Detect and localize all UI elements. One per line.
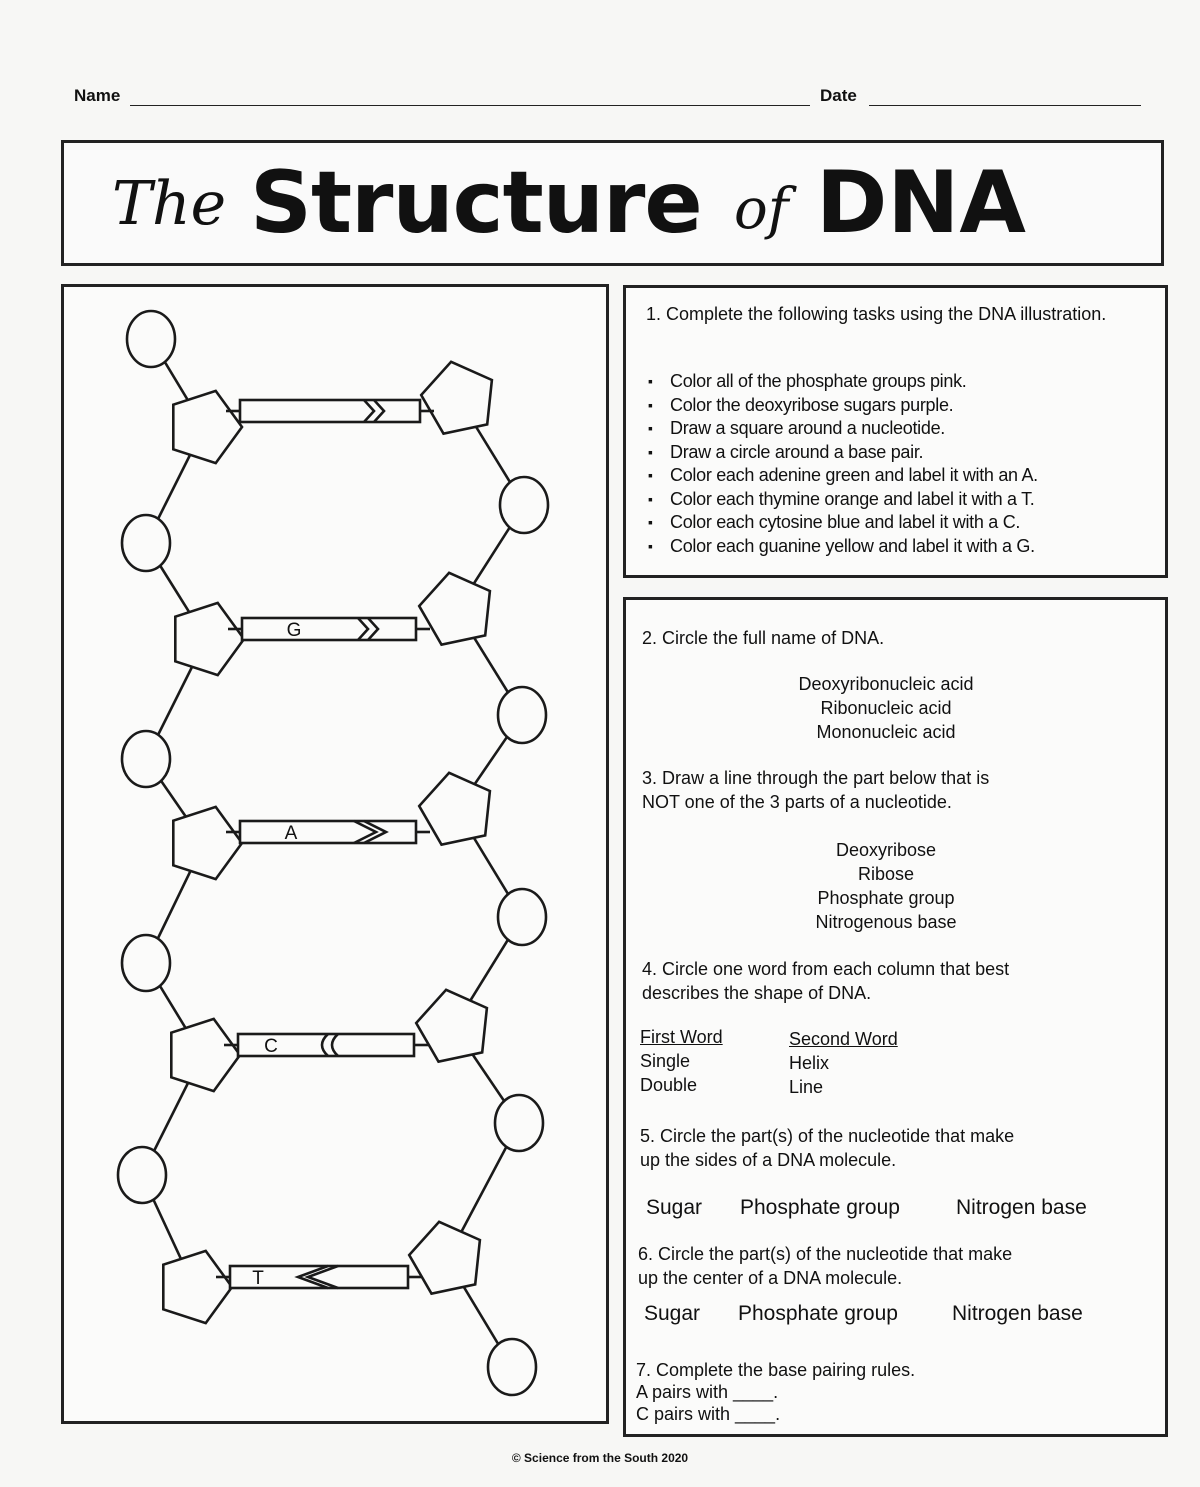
dna-ladder-diagram: G A C T (116, 309, 550, 1397)
base-letter-label: T (252, 1268, 264, 1289)
q5-prompt-line2: up the sides of a DNA molecule. (640, 1150, 897, 1170)
phosphate-group (120, 933, 172, 993)
deoxyribose-sugar (172, 389, 244, 465)
q2-prompt: 2. Circle the full name of DNA. (642, 628, 885, 648)
nitrogen-base-pair (228, 1264, 410, 1290)
q4-first-word-column: First Word Single Double (640, 1025, 723, 1097)
q2-options: Deoxyribonucleic acid Ribonucleic acid M… (686, 672, 1086, 744)
dna-diagram-box: G A C T (61, 284, 609, 1424)
q1-task: Color each adenine green and label it wi… (648, 464, 1038, 488)
base-letter-label: C (264, 1036, 278, 1057)
phosphate-group (496, 887, 548, 947)
q3-option[interactable]: Deoxyribose (835, 840, 937, 860)
q1-task: Color all of the phosphate groups pink. (648, 370, 1038, 394)
q1-task: Color the deoxyribose sugars purple. (648, 394, 1038, 418)
q7-prompt: 7. Complete the base pairing rules. (636, 1360, 916, 1380)
q1-prompt: 1. Complete the following tasks using th… (646, 304, 1107, 324)
title-the: The (112, 169, 227, 239)
q6-prompt-line2: up the center of a DNA molecule. (638, 1268, 903, 1288)
deoxyribose-sugar (162, 1249, 234, 1325)
base-letter-label: A (285, 823, 298, 844)
title-of: of (734, 177, 789, 242)
phosphate-group (493, 1093, 545, 1153)
title-structure: Structure (250, 153, 703, 253)
q5-prompt-line1: 5. Circle the part(s) of the nucleotide … (640, 1126, 1015, 1146)
deoxyribose-sugar (417, 771, 492, 847)
phosphate-group (125, 309, 177, 369)
nitrogen-base-pair (240, 616, 418, 642)
q4-prompt-line1: 4. Circle one word from each column that… (642, 959, 1010, 979)
q1-task: Color each guanine yellow and label it w… (648, 535, 1038, 559)
q1-task-list: Color all of the phosphate groups pink. … (648, 370, 1038, 558)
q1-task: Color each thymine orange and label it w… (648, 488, 1038, 512)
q3-prompt-line1: 3. Draw a line through the part below th… (642, 768, 990, 788)
questions-2-7-box: 2. Circle the full name of DNA. Deoxyrib… (623, 597, 1168, 1437)
base-letter-label: G (287, 620, 302, 641)
base-pair-divider (320, 1033, 339, 1057)
q1-task: Color each cytosine blue and label it wi… (648, 511, 1038, 535)
deoxyribose-sugar (407, 1220, 482, 1296)
q6-option-phosphate[interactable]: Phosphate group (738, 1302, 898, 1325)
title-dna: DNA (816, 153, 1026, 253)
deoxyribose-sugar (174, 601, 246, 677)
q4-prompt-line2: describes the shape of DNA. (642, 983, 872, 1003)
q1-task: Draw a square around a nucleotide. (648, 417, 1038, 441)
q7-rule-a[interactable]: A pairs with ____. (636, 1382, 779, 1402)
phosphate-group (120, 729, 172, 789)
q3-option[interactable]: Phosphate group (817, 888, 955, 908)
base-pair-divider (353, 819, 389, 845)
q2-option[interactable]: Ribonucleic acid (820, 698, 952, 718)
copyright-footer: © Science from the South 2020 (511, 1451, 689, 1465)
q3-options: Deoxyribose Ribose Phosphate group Nitro… (686, 838, 1086, 934)
q3-prompt-line2: NOT one of the 3 parts of a nucleotide. (642, 792, 952, 812)
base-pair-divider (294, 1264, 339, 1290)
deoxyribose-sugar (172, 805, 244, 881)
q4-second-head: Second Word (789, 1029, 898, 1049)
q7-rule-c[interactable]: C pairs with ____. (636, 1404, 781, 1424)
q6-option-sugar[interactable]: Sugar (644, 1302, 701, 1325)
deoxyribose-sugar (170, 1017, 242, 1093)
q4-first-option[interactable]: Double (640, 1075, 698, 1095)
q6-prompt-line1: 6. Circle the part(s) of the nucleotide … (638, 1244, 1013, 1264)
phosphate-group (120, 513, 172, 573)
date-field-line[interactable] (869, 105, 1141, 106)
deoxyribose-sugar (414, 988, 489, 1064)
q1-task: Draw a circle around a base pair. (648, 441, 1038, 465)
name-field-line[interactable] (130, 105, 810, 106)
q3-option[interactable]: Nitrogenous base (815, 912, 957, 932)
q5-option-nitrogen-base[interactable]: Nitrogen base (956, 1196, 1087, 1219)
date-label: Date (820, 86, 857, 105)
q2-option[interactable]: Mononucleic acid (816, 722, 956, 742)
q4-second-option[interactable]: Helix (789, 1053, 830, 1073)
q3-option[interactable]: Ribose (857, 864, 915, 884)
q2-option[interactable]: Deoxyribonucleic acid (798, 674, 974, 694)
phosphate-group (498, 475, 550, 535)
deoxyribose-sugar (417, 571, 492, 647)
deoxyribose-sugar (419, 360, 494, 436)
base-pair-divider (363, 399, 386, 423)
q4-first-head: First Word (640, 1027, 723, 1047)
nitrogen-base-pair (236, 1032, 416, 1058)
phosphate-group (116, 1145, 168, 1205)
q5-option-sugar[interactable]: Sugar (646, 1196, 703, 1219)
base-pair-divider (357, 617, 380, 641)
q5-option-phosphate[interactable]: Phosphate group (740, 1196, 900, 1219)
phosphate-group (496, 685, 548, 745)
question-1-box: 1. Complete the following tasks using th… (623, 285, 1168, 578)
q4-first-option[interactable]: Single (640, 1051, 691, 1071)
nitrogen-base-pair (238, 398, 422, 424)
title-box: The Structure of DNA (61, 140, 1164, 266)
q4-second-option[interactable]: Line (789, 1077, 824, 1097)
name-label: Name (74, 86, 121, 105)
phosphate-group (486, 1337, 538, 1397)
q6-option-nitrogen-base[interactable]: Nitrogen base (952, 1302, 1083, 1325)
nitrogen-base-pair (238, 819, 418, 845)
name-date-row: Name Date (74, 86, 1144, 112)
q4-second-word-column: Second Word Helix Line (789, 1027, 898, 1099)
